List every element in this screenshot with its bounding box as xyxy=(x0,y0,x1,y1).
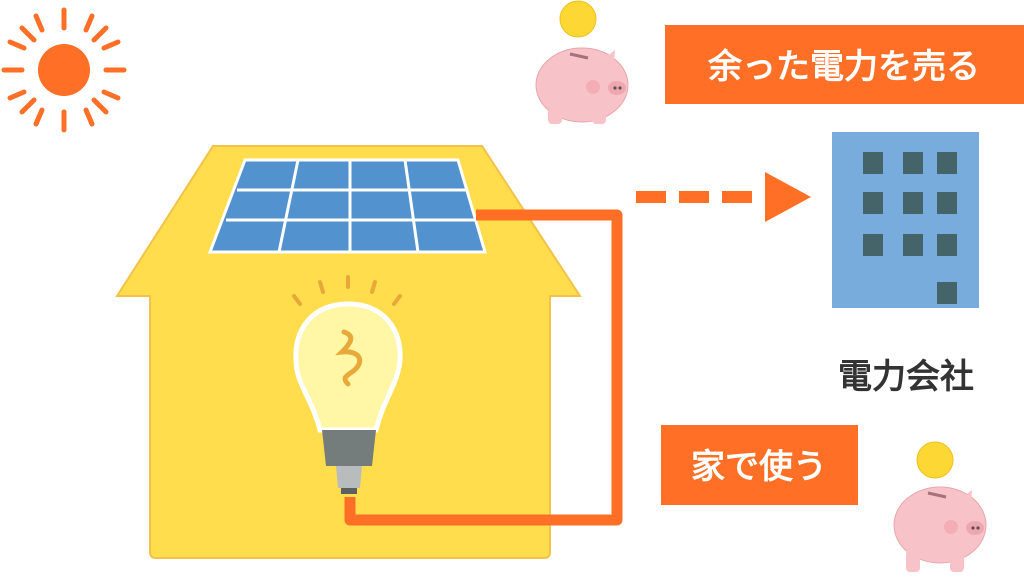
sell-surplus-badge xyxy=(665,25,1024,104)
solar-panel-icon xyxy=(207,158,488,254)
power-wire xyxy=(344,209,623,526)
piggy-bank-icon xyxy=(893,441,987,572)
piggy-bank-icon xyxy=(535,0,629,124)
use-at-home-label: 家で使う xyxy=(691,447,827,487)
power-company-label: 電力会社 xyxy=(838,357,974,397)
sell-arrow-icon xyxy=(636,172,811,222)
use-at-home-badge xyxy=(661,425,858,505)
light-bulb-icon xyxy=(292,275,403,494)
sun-icon xyxy=(1,7,127,133)
power-company-building-icon xyxy=(832,132,979,308)
sell-surplus-label: 余った電力を売る xyxy=(707,47,980,87)
